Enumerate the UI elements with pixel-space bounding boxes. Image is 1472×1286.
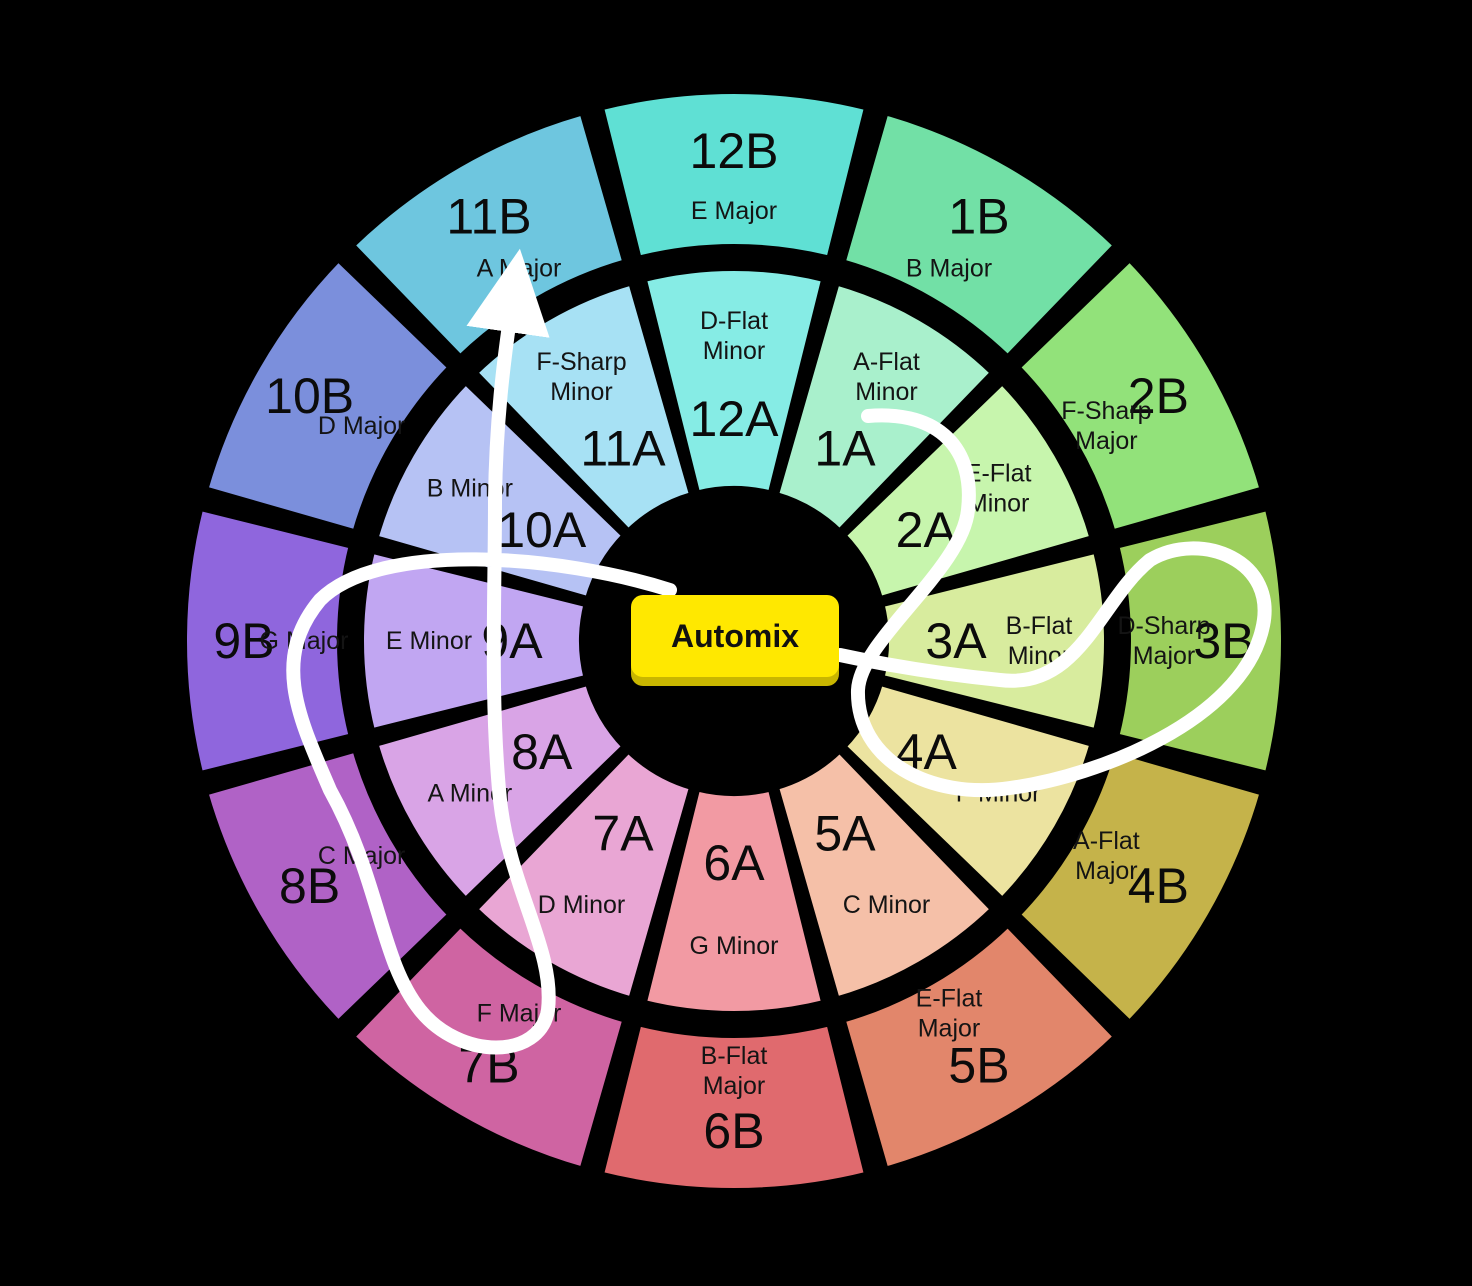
- segment-name-7a: D Minor: [538, 891, 626, 919]
- segment-5b[interactable]: [838, 920, 1121, 1174]
- segment-name-11b: A Major: [477, 255, 562, 283]
- segment-6a[interactable]: [640, 784, 828, 1017]
- segment-7a[interactable]: [470, 746, 696, 1004]
- segment-name-5a: C Minor: [843, 891, 931, 919]
- segment-code-6a: 6A: [703, 835, 765, 891]
- segment-12a[interactable]: [640, 265, 828, 498]
- segment-3b[interactable]: [1112, 504, 1287, 778]
- segment-code-3a: 3A: [925, 613, 987, 669]
- segment-code-1a: 1A: [814, 421, 876, 477]
- segment-code-10b: 10B: [265, 368, 354, 424]
- segment-12b[interactable]: [597, 88, 871, 263]
- segment-code-1b: 1B: [948, 189, 1009, 245]
- segment-code-6b: 6B: [703, 1103, 764, 1159]
- segment-2b[interactable]: [1013, 254, 1267, 537]
- segment-code-4b: 4B: [1128, 858, 1189, 914]
- segment-name-6a: G Minor: [690, 932, 779, 960]
- segment-code-7a: 7A: [592, 805, 654, 861]
- segment-name-12b: E Major: [691, 197, 777, 225]
- segment-code-12a: 12A: [690, 391, 780, 447]
- segment-10b[interactable]: [201, 254, 455, 537]
- segment-code-8b: 8B: [279, 858, 340, 914]
- segment-code-2b: 2B: [1128, 368, 1189, 424]
- segment-code-10a: 10A: [497, 502, 587, 558]
- segment-4b[interactable]: [1013, 745, 1267, 1028]
- segment-code-8a: 8A: [511, 724, 573, 780]
- segment-code-5a: 5A: [814, 805, 876, 861]
- segment-1b[interactable]: [838, 108, 1121, 362]
- mix-path-arrow: [286, 318, 1272, 1055]
- segment-code-12b: 12B: [690, 123, 779, 179]
- segment-code-11b: 11B: [446, 189, 531, 245]
- segment-code-9b: 9B: [213, 613, 274, 669]
- segment-name-9a: E Minor: [386, 627, 472, 655]
- segment-5a[interactable]: [772, 746, 998, 1004]
- segment-code-11a: 11A: [580, 421, 666, 477]
- segment-9a[interactable]: [358, 547, 591, 735]
- segment-name-10b: D Major: [318, 412, 406, 440]
- segment-code-5b: 5B: [948, 1037, 1009, 1093]
- automix-button[interactable]: Automix: [631, 595, 839, 677]
- segment-name-1b: B Major: [906, 255, 992, 283]
- segment-6b[interactable]: [597, 1019, 871, 1194]
- segment-1a[interactable]: [772, 278, 998, 536]
- segment-9b[interactable]: [181, 504, 356, 778]
